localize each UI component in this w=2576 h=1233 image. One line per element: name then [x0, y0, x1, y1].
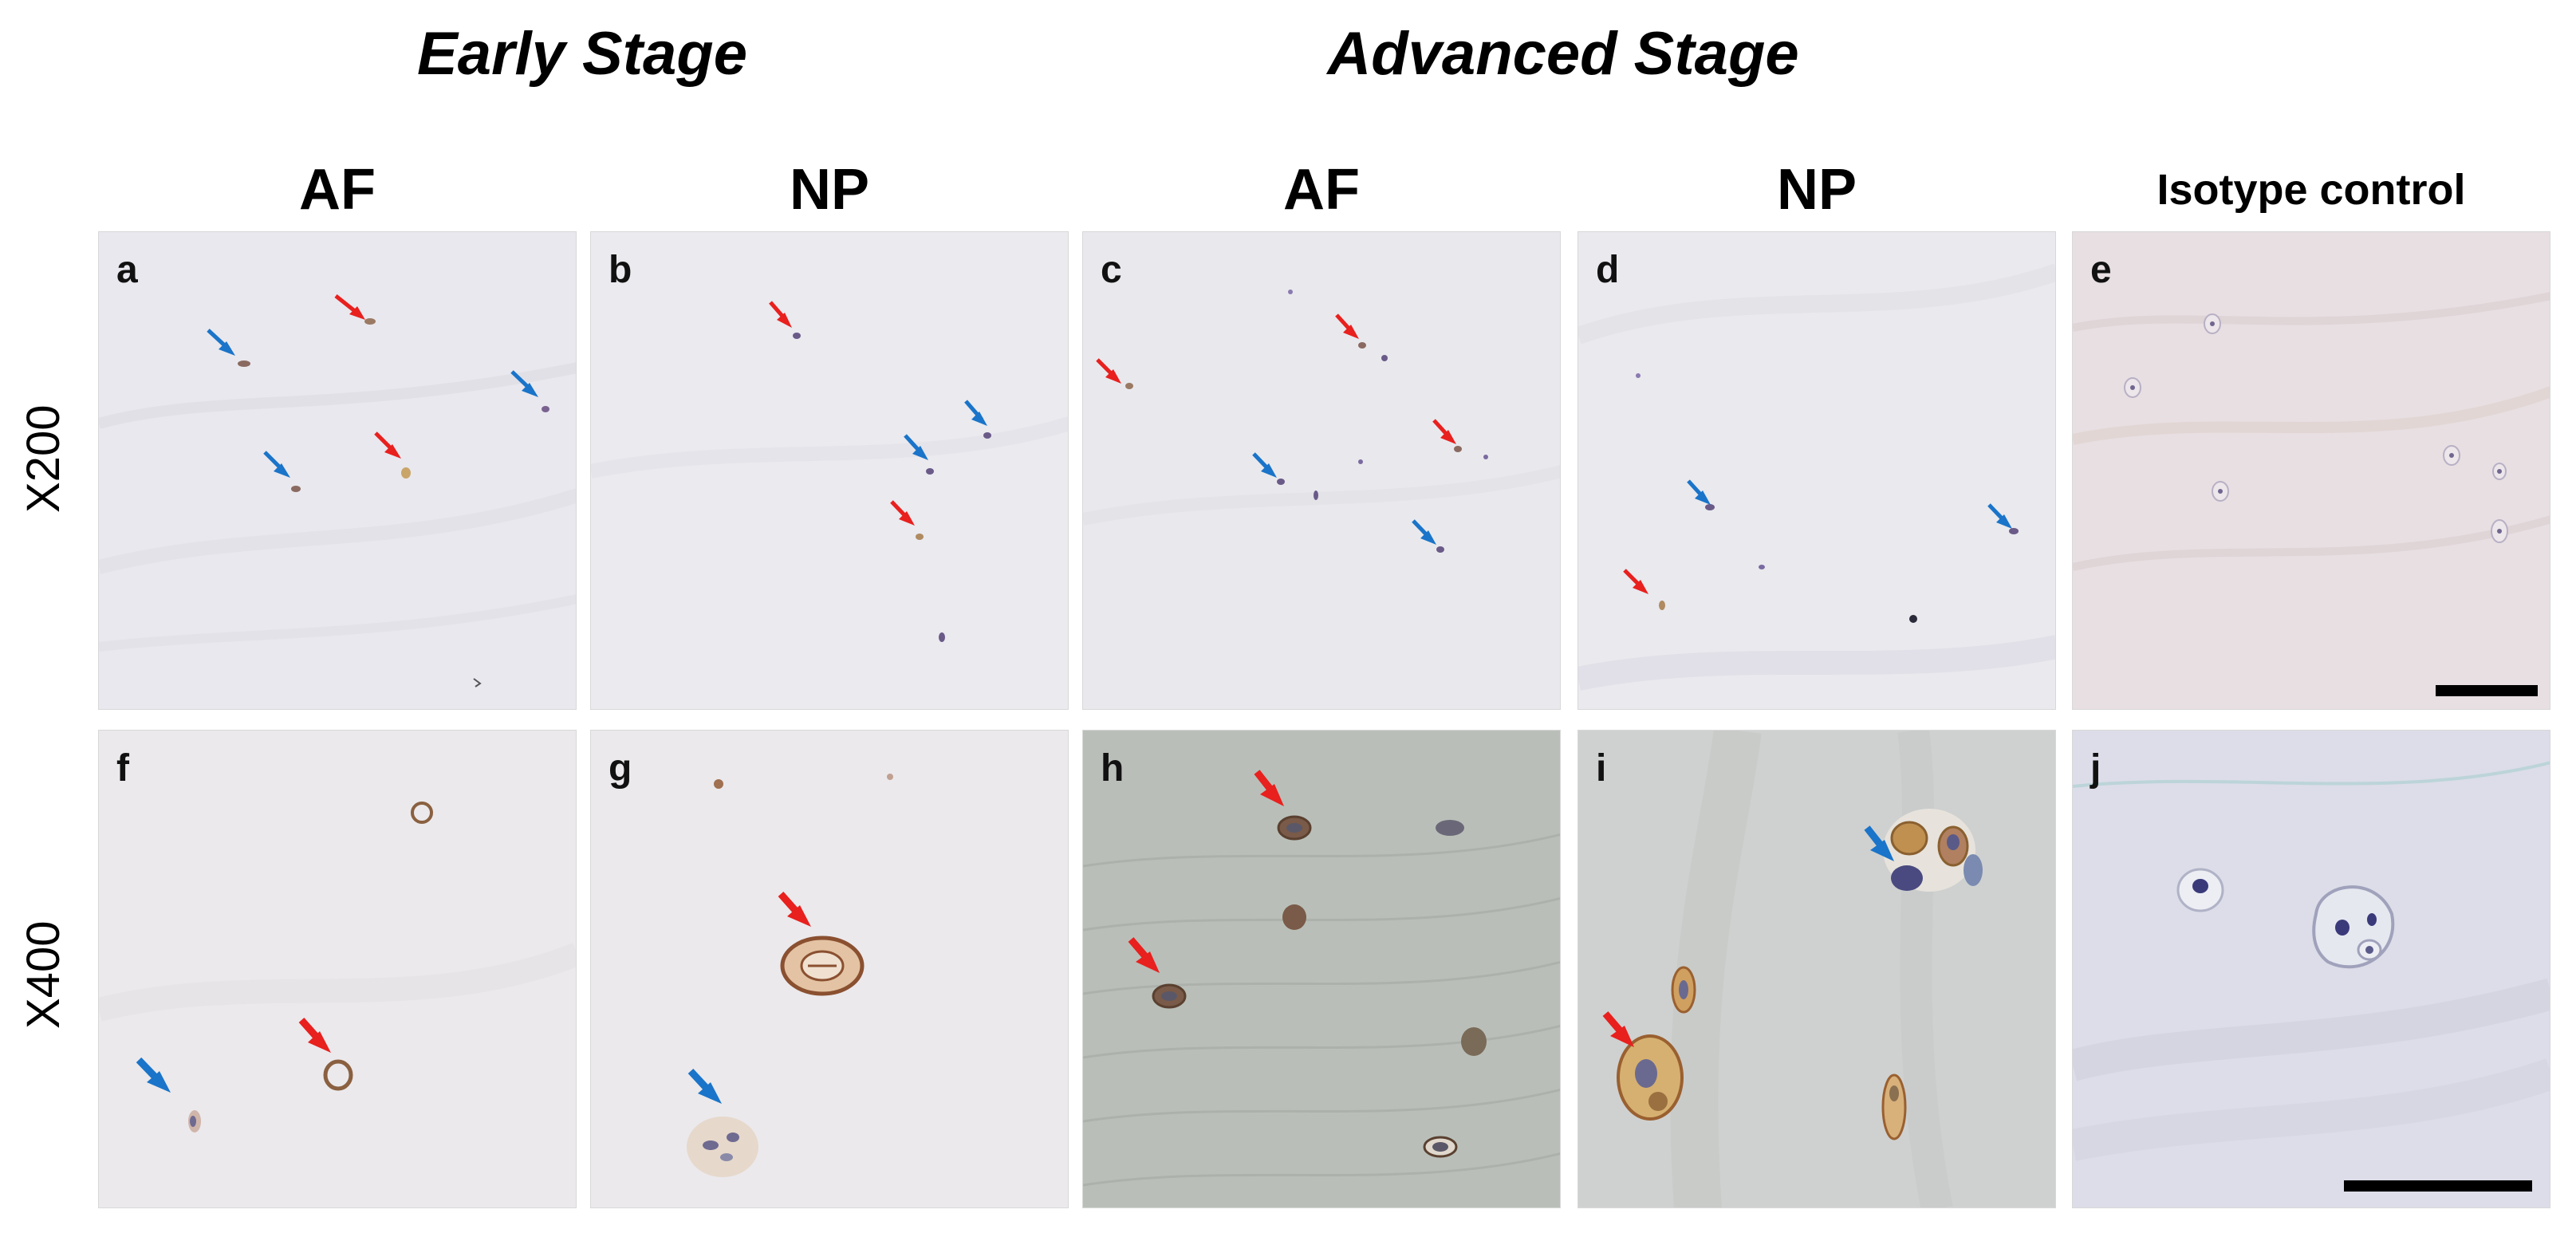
blue-arrow-icon	[1252, 452, 1277, 478]
panel-c: c	[1082, 231, 1561, 710]
micrograph-i	[1578, 731, 2055, 1207]
panel-letter-g: g	[609, 747, 632, 790]
panel-letter-c: c	[1101, 249, 1122, 291]
column-header-af-advanced: AF	[1283, 158, 1360, 222]
panel-letter-j: j	[2090, 747, 2101, 790]
red-arrow-icon	[1335, 313, 1359, 339]
panel-letter-h: h	[1101, 747, 1125, 790]
panel-h: h	[1082, 730, 1561, 1208]
red-arrow-icon	[1096, 358, 1121, 384]
panel-i: i	[1578, 730, 2056, 1208]
panel-e: e	[2072, 231, 2550, 710]
scale-bar	[2344, 1180, 2532, 1192]
micrograph-f	[99, 731, 576, 1207]
blue-arrow-icon	[687, 1068, 722, 1104]
blue-arrow-icon	[510, 370, 538, 397]
micrograph-g	[591, 731, 1068, 1207]
micrograph-h	[1083, 731, 1560, 1207]
panel-d: d	[1578, 231, 2056, 710]
panel-letter-b: b	[609, 249, 632, 291]
panel-letter-a: a	[116, 249, 138, 291]
advanced-stage-header: Advanced Stage	[1327, 20, 1799, 88]
panel-b: b	[590, 231, 1069, 710]
micrograph-b	[591, 232, 1068, 709]
early-stage-header: Early Stage	[417, 20, 747, 88]
panel-letter-d: d	[1596, 249, 1620, 291]
red-arrow-icon	[334, 294, 365, 320]
red-arrow-icon	[298, 1018, 331, 1053]
column-header-isotype-control: Isotype control	[2157, 166, 2466, 214]
panel-j: j	[2072, 730, 2550, 1208]
blue-arrow-icon	[964, 400, 987, 426]
red-arrow-icon	[374, 431, 401, 459]
panel-letter-i: i	[1596, 747, 1607, 790]
red-arrow-icon	[1128, 937, 1160, 973]
micrograph-c	[1083, 232, 1560, 709]
column-header-np-early: NP	[789, 158, 870, 222]
blue-arrow-icon	[904, 434, 928, 460]
micrograph-j	[2073, 731, 2550, 1207]
column-header-af-early: AF	[299, 158, 376, 222]
scale-bar	[2436, 685, 2538, 696]
blue-arrow-icon	[1687, 479, 1711, 505]
micrograph-a	[99, 232, 576, 709]
micrograph-d	[1578, 232, 2055, 709]
red-arrow-icon	[890, 500, 915, 526]
blue-arrow-icon	[1412, 519, 1436, 545]
red-arrow-icon	[1602, 1011, 1634, 1047]
panel-f: f	[98, 730, 577, 1208]
red-arrow-icon	[1254, 770, 1284, 806]
red-arrow-icon	[778, 892, 811, 927]
blue-arrow-icon	[1864, 825, 1894, 861]
panel-letter-f: f	[116, 747, 129, 790]
row-label-x200: X200	[18, 404, 69, 513]
red-arrow-icon	[769, 301, 792, 328]
blue-arrow-icon	[207, 329, 235, 356]
red-arrow-icon	[1432, 419, 1456, 444]
column-header-np-advanced: NP	[1776, 158, 1857, 222]
blue-arrow-icon	[263, 451, 290, 478]
blue-arrow-icon	[136, 1057, 171, 1093]
panel-a: a	[98, 231, 577, 710]
panel-letter-e: e	[2090, 249, 2112, 291]
panel-g: g	[590, 730, 1069, 1208]
blue-arrow-icon	[1987, 503, 2012, 529]
red-arrow-icon	[1623, 569, 1648, 594]
row-label-x400: X400	[18, 920, 69, 1029]
micrograph-e	[2073, 232, 2550, 709]
